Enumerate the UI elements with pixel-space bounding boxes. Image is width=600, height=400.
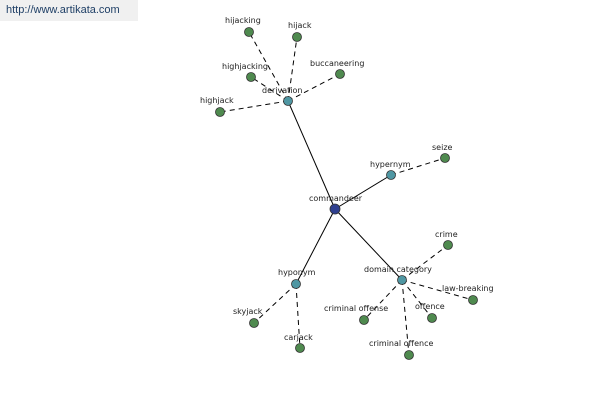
- node-label-seize[interactable]: seize: [432, 143, 453, 152]
- node-label-offence[interactable]: offence: [415, 302, 445, 311]
- edge-derivation-highjacking: [250, 76, 289, 102]
- node-hijacking[interactable]: [244, 27, 254, 37]
- node-label-criminal_offense[interactable]: criminal offense: [324, 304, 388, 313]
- node-derivation[interactable]: [283, 96, 293, 106]
- node-criminal_offense[interactable]: [359, 315, 369, 325]
- node-carjack[interactable]: [295, 343, 305, 353]
- node-label-lawbreaking[interactable]: law-breaking: [442, 284, 494, 293]
- edge-commandeer-hyponym: [295, 208, 336, 285]
- node-label-highjacking[interactable]: highjacking: [222, 62, 268, 71]
- edge-derivation-hijack: [287, 36, 298, 102]
- node-domain[interactable]: [397, 275, 407, 285]
- node-label-hyponym[interactable]: hyponym: [278, 268, 316, 277]
- edge-domain-offence: [401, 279, 433, 319]
- edge-domain-criminal_offence: [401, 279, 410, 356]
- edge-hyponym-skyjack: [253, 283, 297, 324]
- node-hyponym[interactable]: [291, 279, 301, 289]
- edge-hypernym-seize: [390, 157, 446, 176]
- node-label-derivation[interactable]: derivation: [262, 86, 302, 95]
- edge-commandeer-domain: [334, 208, 403, 281]
- node-seize[interactable]: [440, 153, 450, 163]
- node-buccaneering[interactable]: [335, 69, 345, 79]
- edge-derivation-buccaneering: [287, 73, 341, 102]
- node-label-commandeer[interactable]: commandeer: [309, 194, 363, 203]
- edge-domain-crime: [401, 244, 449, 281]
- node-label-criminal_offence[interactable]: criminal offence: [369, 339, 433, 348]
- node-crime[interactable]: [443, 240, 453, 250]
- site-url-banner[interactable]: http://www.artikata.com: [0, 0, 138, 21]
- node-skyjack[interactable]: [249, 318, 259, 328]
- node-label-highjack[interactable]: highjack: [200, 96, 234, 105]
- edge-derivation-hijacking: [248, 31, 289, 102]
- node-hypernym[interactable]: [386, 170, 396, 180]
- node-label-hijacking[interactable]: hijacking: [225, 16, 261, 25]
- node-lawbreaking[interactable]: [468, 295, 478, 305]
- edge-domain-lawbreaking: [401, 279, 474, 301]
- node-criminal_offence[interactable]: [404, 350, 414, 360]
- node-label-crime[interactable]: crime: [435, 230, 458, 239]
- node-hijack[interactable]: [292, 32, 302, 42]
- labels-layer: commandeer derivation hypernym hyponym domai…: [200, 16, 494, 348]
- edge-derivation-highjack: [219, 100, 289, 113]
- edges-layer: [219, 31, 474, 356]
- node-label-hypernym[interactable]: hypernym: [370, 160, 411, 169]
- node-label-carjack[interactable]: carjack: [284, 333, 313, 342]
- node-highjack[interactable]: [215, 107, 225, 117]
- node-highjacking[interactable]: [246, 72, 256, 82]
- edge-commandeer-derivation: [287, 100, 336, 210]
- node-label-skyjack[interactable]: skyjack: [233, 307, 263, 316]
- node-offence[interactable]: [427, 313, 437, 323]
- edge-hyponym-carjack: [295, 283, 301, 349]
- edge-commandeer-hypernym: [334, 174, 392, 210]
- edge-domain-criminal_offense: [363, 279, 403, 321]
- node-label-buccaneering[interactable]: buccaneering: [310, 59, 364, 68]
- node-label-domain[interactable]: domain category: [364, 265, 432, 274]
- node-commandeer[interactable]: [329, 203, 341, 215]
- nodes-layer: [215, 27, 478, 360]
- node-label-hijack[interactable]: hijack: [288, 21, 312, 30]
